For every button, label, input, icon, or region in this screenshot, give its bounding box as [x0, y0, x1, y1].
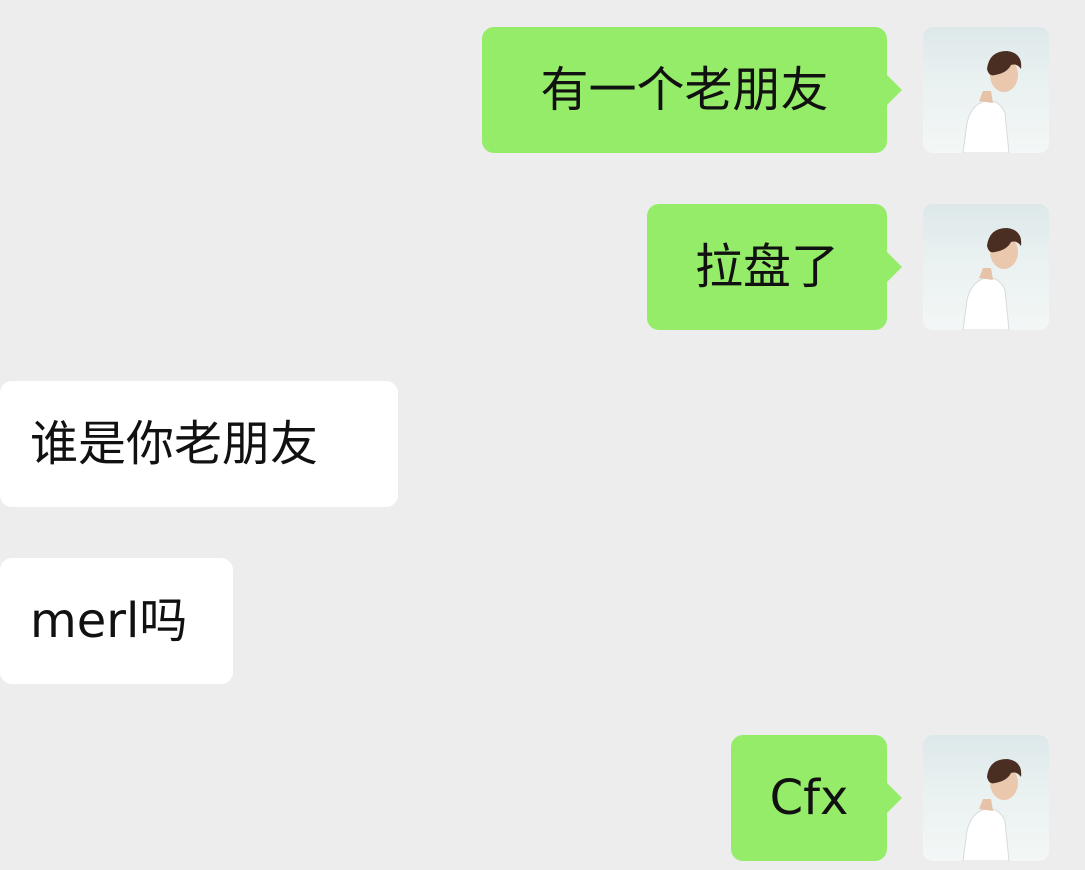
message-bubble-outgoing[interactable]: 拉盘了 — [647, 204, 902, 330]
message-text: Cfx — [769, 770, 849, 826]
message-bubble-incoming[interactable]: 谁是你老朋友 — [0, 381, 398, 507]
user-avatar[interactable] — [923, 735, 1049, 861]
message-bubble-outgoing[interactable]: Cfx — [731, 735, 902, 861]
user-avatar[interactable] — [923, 204, 1049, 330]
user-avatar-icon — [962, 228, 1022, 330]
message-text: 谁是你老朋友 — [30, 416, 319, 472]
message-text: 拉盘了 — [694, 239, 839, 295]
message-text: 有一个老朋友 — [540, 62, 829, 118]
user-avatar-icon — [962, 51, 1022, 153]
message-bubble-outgoing[interactable]: 有一个老朋友 — [482, 27, 902, 153]
message-text: merl吗 — [30, 593, 188, 649]
user-avatar-icon — [962, 759, 1022, 861]
message-bubble-incoming[interactable]: merl吗 — [0, 558, 233, 684]
user-avatar[interactable] — [923, 27, 1049, 153]
